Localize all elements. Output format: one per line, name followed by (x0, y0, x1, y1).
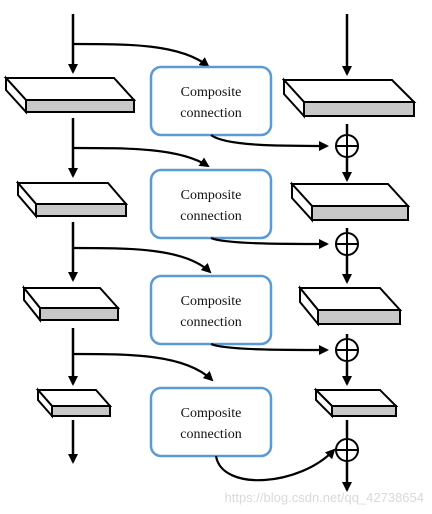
composite-label-line2: connection (180, 209, 241, 224)
arrow-to-composite-4 (72, 352, 214, 382)
composite-label-line2: connection (180, 315, 241, 330)
right-block-4 (313, 387, 399, 419)
arrow-to-sum-3 (210, 342, 329, 355)
plus-circle-icon (335, 338, 359, 362)
composite-label-line2: connection (180, 427, 241, 442)
composite-to-sum-arrows (210, 134, 336, 482)
arrow-to-composite-2 (72, 146, 210, 168)
composite-box-2: Composite connection (149, 168, 273, 240)
left-block-4 (35, 387, 113, 419)
watermark-text: https://blog.csdn.net/qq_42738654 (225, 490, 425, 505)
composite-box-1: Composite connection (149, 65, 273, 137)
arrow-to-sum-1 (210, 134, 329, 151)
right-block-1 (281, 77, 417, 119)
left-to-composite-arrows (72, 42, 214, 382)
composite-label-line1: Composite (181, 406, 242, 421)
plus-circle-icon (335, 438, 359, 462)
right-block-2 (289, 181, 411, 223)
composite-label-line2: connection (180, 106, 241, 121)
composite-label-line1: Composite (181, 188, 242, 203)
composite-label-line1: Composite (181, 85, 242, 100)
arrow-to-sum-2 (210, 236, 329, 249)
left-block-2 (15, 180, 129, 219)
plus-circle-icon (335, 134, 359, 158)
composite-box-3: Composite connection (149, 274, 273, 346)
right-block-3 (297, 285, 403, 327)
left-block-3 (21, 285, 121, 323)
arrow-to-composite-1 (72, 42, 210, 68)
left-block-1 (3, 75, 137, 115)
composite-label-line1: Composite (181, 294, 242, 309)
arrow-to-composite-3 (72, 246, 212, 274)
composite-box-4: Composite connection (149, 386, 273, 458)
arrow-to-sum-4 (214, 448, 336, 482)
sum-nodes (335, 134, 359, 462)
plus-circle-icon (335, 232, 359, 256)
